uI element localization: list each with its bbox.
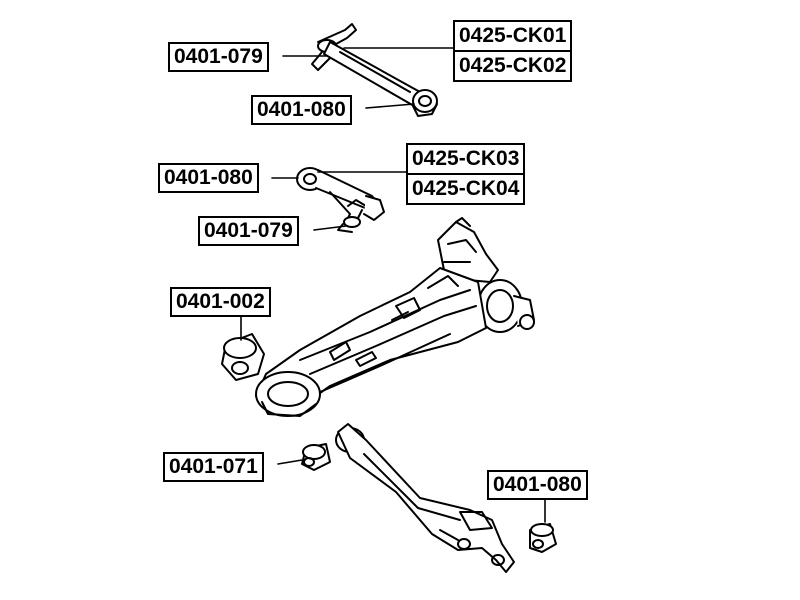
part-label-lower-arm-right-bushing: 0401-080 — [487, 470, 588, 500]
part-label-lower-link-left-bushing: 0401-080 — [158, 163, 259, 193]
part-label-upper-left-bushing: 0401-079 — [168, 42, 269, 72]
lower-control-arm-drawing — [335, 423, 515, 573]
bushing-0401-071-drawing — [301, 443, 331, 471]
lower-lateral-link-drawing — [296, 167, 385, 233]
trailing-arm-drawing — [255, 217, 535, 417]
part-label-lower-arm-2: 0425-CK04 — [408, 173, 524, 203]
bushing-0401-080-drawing — [529, 523, 557, 553]
part-label-upper-arm-1: 0425-CK01 — [459, 24, 567, 47]
part-label-lower-arm-numbers: 0425-CK03 0425-CK04 — [406, 143, 526, 205]
part-label-upper-arm-numbers: 0425-CK01 0425-CK02 — [453, 20, 573, 82]
leader-lines — [240, 47, 546, 523]
part-label-lower-link-bottom-bushing: 0401-079 — [198, 216, 299, 246]
part-label-trailing-arm-bushing: 0401-002 — [170, 287, 271, 317]
part-label-lower-arm-1: 0425-CK03 — [412, 147, 520, 170]
bushing-0401-002-drawing — [221, 333, 265, 381]
part-label-upper-arm-2: 0425-CK02 — [455, 50, 571, 80]
part-label-upper-right-bushing: 0401-080 — [251, 95, 352, 125]
part-label-lower-arm-left-bushing: 0401-071 — [163, 452, 264, 482]
